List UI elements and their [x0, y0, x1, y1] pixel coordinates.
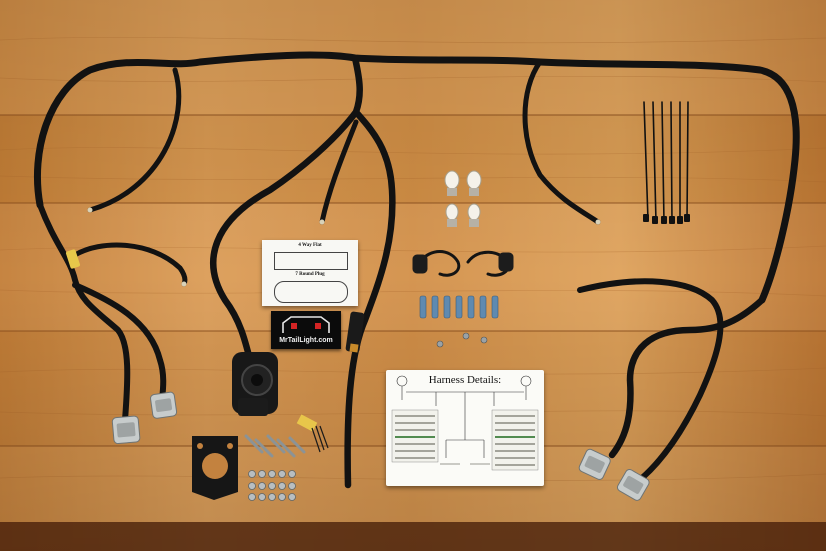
- washers: [248, 470, 296, 501]
- butt-connectors: [419, 295, 499, 319]
- wire-ends: [87, 207, 601, 287]
- plug-card-title-top: 4 Way Flat: [298, 243, 322, 248]
- wire-label-tag: [296, 414, 329, 453]
- round-plug-diagram: [274, 281, 348, 303]
- truck-silhouette-icon: [282, 316, 330, 333]
- plug-card-title-mid: 7 Round Plug: [295, 272, 325, 277]
- connector-icon: [111, 391, 650, 501]
- bulb-icon: [444, 170, 482, 227]
- screw-icon: [436, 332, 488, 348]
- plug-diagram-card: 4 Way Flat 7 Round Plug: [262, 240, 358, 306]
- brand-logo: MrTailLight.com: [271, 311, 341, 349]
- mounting-bracket-icon: [192, 436, 238, 500]
- bulb-socket-icon: [412, 250, 514, 277]
- harness-card-title: Harness Details:: [428, 374, 502, 386]
- seven-way-socket: [232, 352, 278, 416]
- brand-logo-text: MrTailLight.com: [279, 337, 333, 344]
- zip-tie-icon: [643, 101, 690, 224]
- wire-harness-icon: [33, 51, 800, 489]
- harness-schematic: [391, 375, 539, 471]
- flat-plug-diagram: [274, 252, 348, 270]
- bolts: [244, 434, 306, 458]
- flat-connector: [345, 311, 365, 353]
- harness-details-card: Harness Details:: [386, 370, 544, 486]
- wire-tag: [65, 249, 81, 269]
